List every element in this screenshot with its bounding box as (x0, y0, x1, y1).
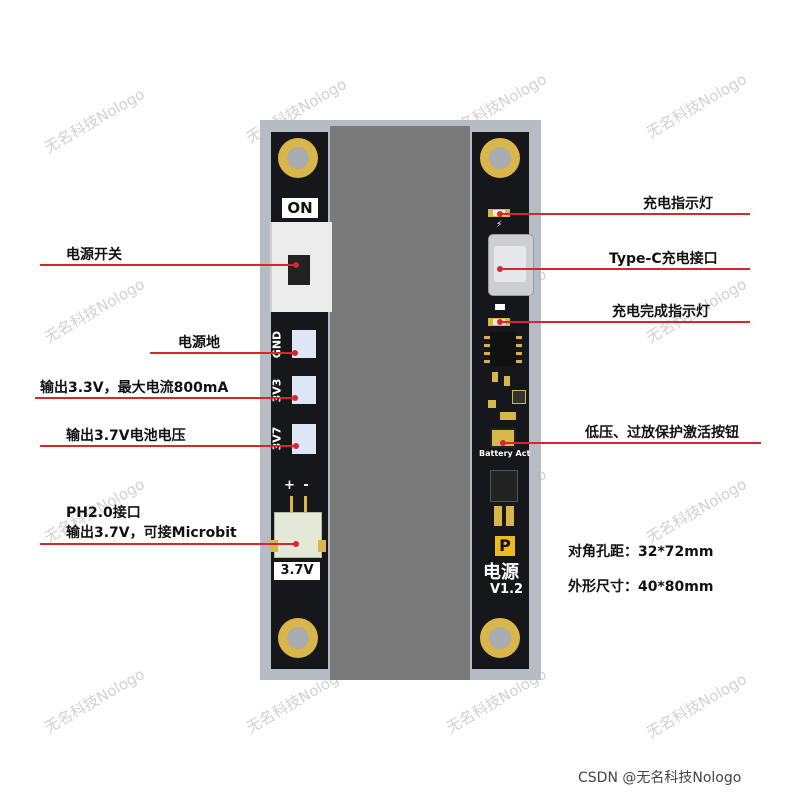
connector-voltage-label: 3.7V (274, 562, 320, 580)
label-output-37: 输出3.7V电池电压 (66, 428, 186, 444)
watermark: 无名科技Nologo (643, 670, 750, 742)
battery-act-silk: Battery Act (479, 449, 531, 458)
watermark: 无名科技Nologo (41, 275, 148, 347)
label-power-ground: 电源地 (178, 335, 220, 351)
leader-line (150, 352, 295, 354)
label-protect-button: 低压、过放保护激活按钮 (585, 425, 739, 441)
smd-component (488, 400, 496, 408)
label-ph20-line2: 输出3.7V，可接Microbit (66, 525, 237, 541)
power-switch-knob (288, 255, 310, 285)
leader-dot (497, 319, 503, 325)
connector-tab (270, 540, 278, 552)
connector-pin (290, 496, 293, 512)
leader-line (35, 397, 295, 399)
battery (330, 126, 470, 680)
leader-dot (500, 440, 506, 446)
smd-component (494, 506, 502, 526)
leader-dot (293, 541, 299, 547)
ic-pin (516, 336, 522, 339)
v33-silk: 3V3 (270, 378, 284, 403)
ic-pin (516, 344, 522, 347)
spec-hole-distance: 对角孔距：32*72mm (568, 544, 714, 560)
leader-dot (497, 211, 503, 217)
ic-pin (484, 336, 490, 339)
smd-component (512, 390, 526, 404)
brand-logo: P (495, 536, 515, 556)
mosfet (490, 470, 518, 502)
leader-line (40, 264, 296, 266)
smd-component (506, 506, 514, 526)
leader-dot (292, 350, 298, 356)
leader-line (40, 543, 296, 545)
ic-pin (516, 360, 522, 363)
lightning-icon: ⚡ (496, 220, 503, 230)
smd-component (500, 412, 516, 420)
watermark: 无名科技Nologo (643, 70, 750, 142)
leader-line (40, 445, 296, 447)
on-label: ON (282, 198, 318, 218)
smd-component (504, 376, 510, 386)
typec-port-inner (494, 246, 526, 282)
label-output-33: 输出3.3V，最大电流800mA (40, 380, 229, 396)
gnd-silk: GND (270, 330, 284, 359)
spec-size: 外形尺寸：40*80mm (568, 579, 714, 595)
leader-line (500, 213, 750, 215)
v37-pad (292, 424, 316, 454)
leader-line (503, 442, 761, 444)
mounting-hole (480, 138, 520, 178)
leader-dot (497, 266, 503, 272)
brand-name: 电源 (483, 562, 519, 583)
version-silk: V1.2 (490, 582, 524, 597)
mounting-hole (278, 138, 318, 178)
mounting-hole (278, 618, 318, 658)
mounting-hole (480, 618, 520, 658)
watermark: 无名科技Nologo (41, 85, 148, 157)
label-ph20-line1: PH2.0接口 (66, 505, 141, 521)
leader-dot (292, 395, 298, 401)
leader-line (500, 321, 750, 323)
ic-pin (516, 352, 522, 355)
label-typec: Type-C充电接口 (609, 251, 718, 267)
ic-pin (484, 344, 490, 347)
connector-tab (318, 540, 326, 552)
watermark: 无名科技Nologo (41, 665, 148, 737)
leader-line (500, 268, 750, 270)
watermark: 无名科技Nologo (643, 475, 750, 547)
label-charge-done-led: 充电完成指示灯 (612, 304, 710, 320)
ic-pin (484, 360, 490, 363)
footer-credit: CSDN @无名科技Nologo (578, 770, 742, 786)
polarity-silk: + - (284, 478, 311, 493)
smd-component (492, 372, 498, 382)
led-mark-icon (495, 304, 505, 310)
ic-pin (484, 352, 490, 355)
label-power-switch: 电源开关 (66, 247, 122, 263)
ph20-connector[interactable] (274, 512, 322, 558)
leader-dot (293, 262, 299, 268)
leader-dot (293, 443, 299, 449)
v37-silk: 3V7 (270, 426, 284, 451)
connector-pin (304, 496, 307, 512)
charger-ic (490, 332, 516, 366)
label-charge-led: 充电指示灯 (643, 196, 713, 212)
